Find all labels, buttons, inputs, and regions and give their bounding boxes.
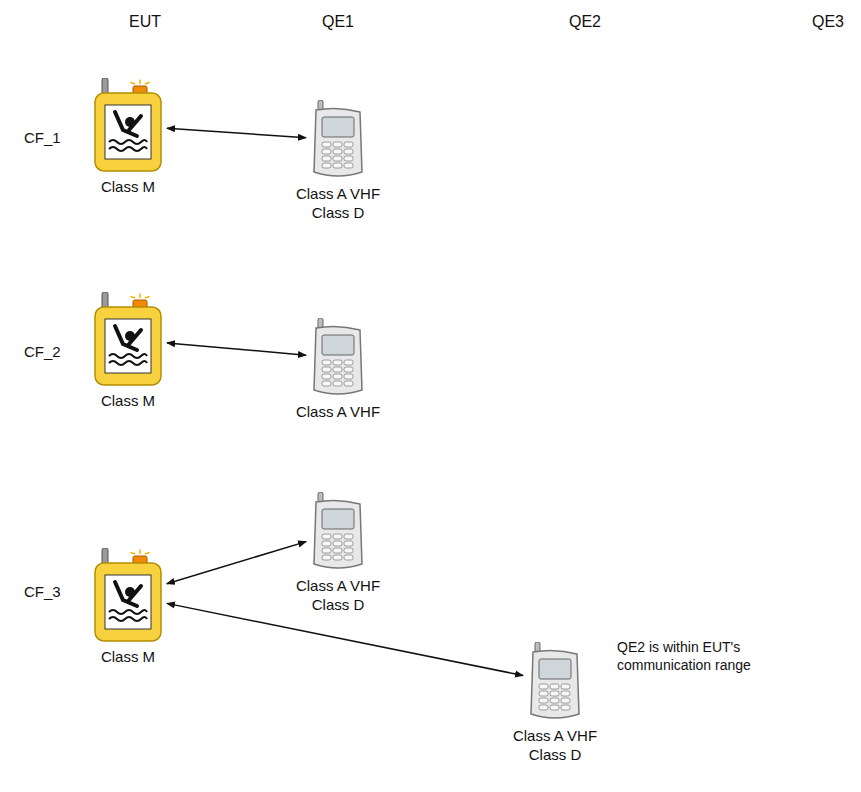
light-ray <box>145 83 150 85</box>
light-ray <box>130 83 135 85</box>
beacon-icon <box>93 292 163 387</box>
light-ray <box>130 553 135 555</box>
beacon-icon <box>93 548 163 643</box>
beacon-panel <box>105 319 151 373</box>
column-header: QE1 <box>322 12 354 31</box>
vhf-radio: Class A VHF Class D <box>286 492 390 614</box>
vhf-radio: Class A VHF <box>286 318 390 421</box>
device-label: Class M <box>76 177 180 196</box>
light-ray <box>139 550 141 555</box>
light-ray <box>130 297 135 299</box>
communication-arrow <box>167 343 306 355</box>
note-text: QE2 is within EUT's communication range <box>617 638 767 674</box>
device-label: Class A VHF <box>286 402 390 421</box>
keypad <box>322 534 353 560</box>
keypad <box>322 142 353 168</box>
beacon-body <box>95 563 161 641</box>
keypad <box>322 360 353 386</box>
device-label: Class A VHF Class D <box>503 726 607 764</box>
phone-screen <box>322 335 354 355</box>
swimmer-symbol <box>109 326 147 365</box>
column-header: QE2 <box>569 12 601 31</box>
row-label: CF_1 <box>24 128 61 147</box>
communication-arrow <box>167 603 523 675</box>
column-header: EUT <box>129 12 161 31</box>
phone-icon <box>310 318 366 398</box>
beacon-panel <box>105 575 151 629</box>
beacon-panel <box>105 105 151 159</box>
phone-body <box>314 326 362 394</box>
phone-body <box>314 500 362 568</box>
device-label: Class A VHF Class D <box>286 576 390 614</box>
keypad <box>539 684 570 710</box>
light-ray <box>145 297 150 299</box>
class-m-beacon: Class M <box>76 292 180 410</box>
device-label: Class A VHF Class D <box>286 184 390 222</box>
class-m-beacon: Class M <box>76 548 180 666</box>
light-ray <box>139 80 141 85</box>
communication-arrow <box>167 128 306 138</box>
phone-icon <box>310 100 366 180</box>
light-ray <box>145 553 150 555</box>
communication-arrow <box>167 542 306 584</box>
swimmer-symbol <box>109 582 147 621</box>
class-m-beacon: Class M <box>76 78 180 196</box>
phone-icon <box>527 642 583 722</box>
column-header: QE3 <box>812 12 844 31</box>
device-label: Class M <box>76 391 180 410</box>
vhf-radio: Class A VHF Class D <box>286 100 390 222</box>
phone-screen <box>539 659 571 679</box>
device-label: Class M <box>76 647 180 666</box>
phone-body <box>531 650 579 718</box>
phone-screen <box>322 509 354 529</box>
phone-screen <box>322 117 354 137</box>
beacon-icon <box>93 78 163 173</box>
swimmer-symbol <box>109 112 147 151</box>
light-ray <box>139 294 141 299</box>
row-label: CF_2 <box>24 342 61 361</box>
row-label: CF_3 <box>24 582 61 601</box>
beacon-body <box>95 307 161 385</box>
phone-body <box>314 108 362 176</box>
phone-icon <box>310 492 366 572</box>
beacon-body <box>95 93 161 171</box>
vhf-radio: Class A VHF Class D <box>503 642 607 764</box>
